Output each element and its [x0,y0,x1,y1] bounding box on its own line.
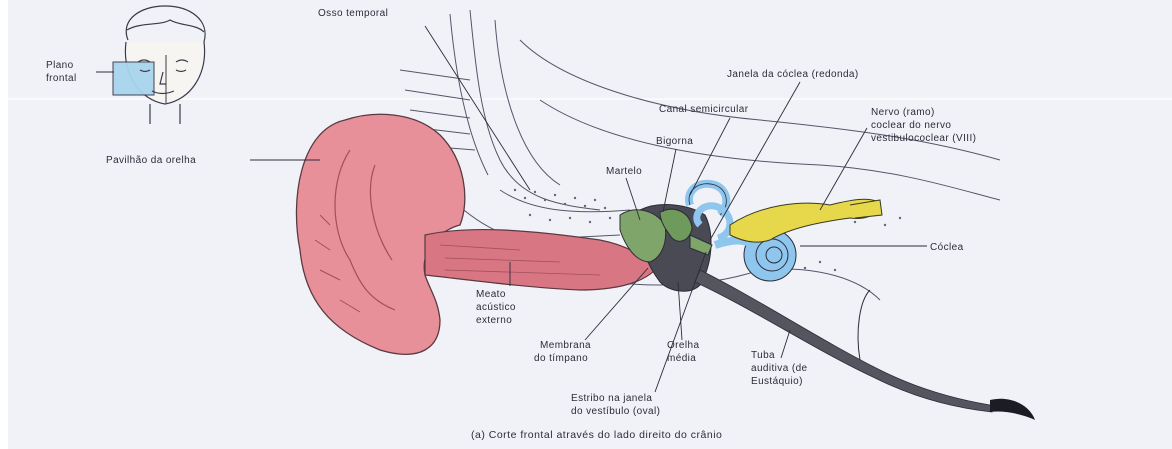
label-nervo-1: Nervo (ramo) [871,107,935,118]
label-estribo-2: do vestíbulo (oval) [571,406,660,417]
label-membrana-1: Membrana [540,340,591,351]
face-inset [113,6,205,124]
label-meato-2: acústico [476,302,516,313]
label-plano-frontal-2: frontal [46,73,77,84]
label-nervo-3: vestibulococlear (VIII) [871,133,976,144]
label-plano-frontal-1: Plano [46,60,74,71]
figure-caption: (a) Corte frontal através do lado direit… [471,429,722,441]
label-orelha-media-2: média [667,353,696,364]
label-nervo-2: coclear do nervo [871,120,951,131]
label-osso-temporal: Osso temporal [318,8,388,19]
label-janela-coclea: Janela da cóclea (redonda) [727,69,859,80]
label-canal-semicircular: Canal semicircular [659,104,749,115]
label-tuba-1: Tuba [751,350,775,361]
cochlear-nerve [730,199,882,242]
label-tuba-3: Eustáquio) [751,376,803,387]
auditory-tube [695,270,1035,420]
label-estribo-1: Estribo na janela [571,393,652,404]
label-coclea: Cóclea [930,242,964,253]
label-pavilhao: Pavilhão da orelha [106,155,196,166]
label-meato-1: Meato [476,289,506,300]
label-martelo: Martelo [606,166,642,177]
frontal-plane-marker [113,62,154,95]
label-membrana-2: do tímpano [534,353,588,364]
external-acoustic-meatus [425,230,655,290]
label-meato-3: externo [476,315,512,326]
label-orelha-media-1: Orelha [667,340,699,351]
label-bigorna: Bigorna [656,136,693,147]
label-tuba-2: auditiva (de [751,363,808,374]
